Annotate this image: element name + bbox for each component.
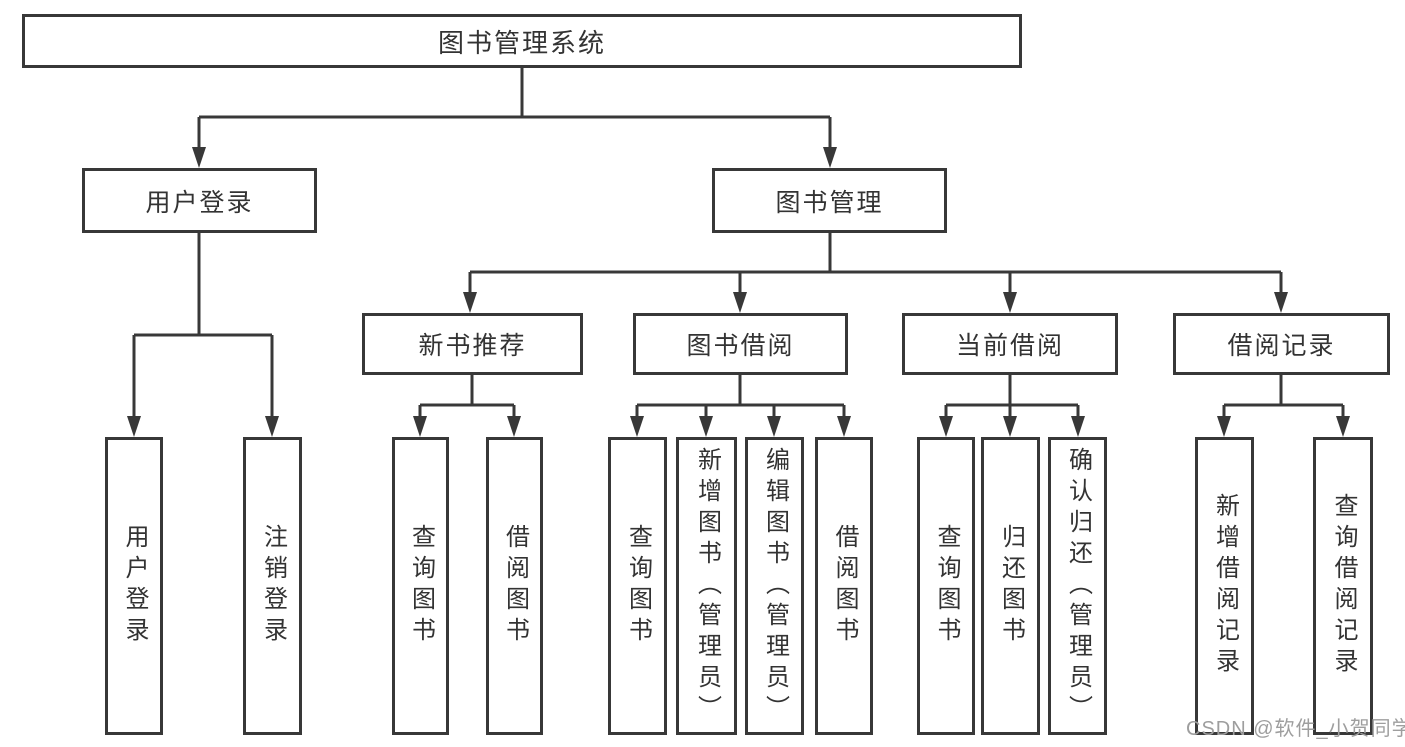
leaf-query-books: 查询图书 bbox=[392, 437, 449, 735]
leaf-label: 编辑图书（管理员） bbox=[761, 446, 789, 726]
leaf-label: 归还图书 bbox=[997, 524, 1025, 648]
leaf-label: 新增借阅记录 bbox=[1211, 493, 1239, 679]
arrowhead-icon bbox=[630, 416, 644, 437]
arrowhead-icon bbox=[767, 416, 781, 437]
leaf-user-login: 用户登录 bbox=[105, 437, 163, 735]
leaf-add-book-admin: 新增图书（管理员） bbox=[676, 437, 737, 735]
arrowhead-icon bbox=[463, 292, 477, 313]
arrowhead-icon bbox=[1336, 416, 1350, 437]
leaf-confirm-return-admin: 确认归还（管理员） bbox=[1048, 437, 1107, 735]
arrowhead-icon bbox=[1003, 292, 1017, 313]
arrowhead-icon bbox=[507, 416, 521, 437]
arrowhead-icon bbox=[413, 416, 427, 437]
leaf-label: 新增图书（管理员） bbox=[693, 446, 721, 726]
node-library-management-system: 图书管理系统 bbox=[22, 14, 1022, 68]
connector-book-borrow-children bbox=[630, 375, 851, 437]
leaf-label: 借阅图书 bbox=[831, 524, 858, 648]
leaf-query-books: 查询图书 bbox=[608, 437, 667, 735]
csdn-watermark: CSDN @软件_小贺同学 bbox=[1186, 718, 1405, 740]
arrowhead-icon bbox=[1071, 416, 1085, 437]
arrowhead-icon bbox=[1003, 416, 1017, 437]
leaf-borrow-books: 借阅图书 bbox=[486, 437, 543, 735]
leaf-borrow-books: 借阅图书 bbox=[815, 437, 873, 735]
node-current-borrowing: 当前借阅 bbox=[902, 313, 1118, 375]
leaf-edit-book-admin: 编辑图书（管理员） bbox=[745, 437, 804, 735]
leaf-label: 查询图书 bbox=[407, 524, 435, 648]
arrowhead-icon bbox=[699, 416, 713, 437]
arrowhead-icon bbox=[1217, 416, 1231, 437]
connector-current-borrow-children bbox=[939, 375, 1085, 437]
leaf-logout: 注销登录 bbox=[243, 437, 302, 735]
connector-root-to-level2 bbox=[192, 68, 837, 168]
leaf-label: 借阅图书 bbox=[501, 524, 529, 648]
arrowhead-icon bbox=[733, 292, 747, 313]
leaf-label: 查询图书 bbox=[624, 524, 652, 648]
arrowhead-icon bbox=[837, 416, 851, 437]
node-user-login: 用户登录 bbox=[82, 168, 317, 233]
leaf-return-books: 归还图书 bbox=[981, 437, 1040, 735]
connector-new-book-children bbox=[413, 375, 521, 437]
arrowhead-icon bbox=[1274, 292, 1288, 313]
connector-user-login-children bbox=[127, 233, 279, 437]
leaf-query-borrow-record: 查询借阅记录 bbox=[1313, 437, 1373, 735]
arrowhead-icon bbox=[823, 147, 837, 168]
leaf-label: 确认归还（管理员） bbox=[1064, 446, 1092, 726]
leaf-label: 注销登录 bbox=[259, 524, 287, 648]
leaf-label: 用户登录 bbox=[121, 524, 148, 648]
arrowhead-icon bbox=[265, 416, 279, 437]
connector-borrow-record-children bbox=[1217, 375, 1350, 437]
leaf-label: 查询图书 bbox=[933, 524, 960, 648]
arrowhead-icon bbox=[127, 416, 141, 437]
node-new-book-recommendation: 新书推荐 bbox=[362, 313, 583, 375]
leaf-query-books: 查询图书 bbox=[917, 437, 975, 735]
leaf-label: 查询借阅记录 bbox=[1330, 493, 1357, 679]
connector-book-management-children bbox=[463, 233, 1288, 313]
node-book-management: 图书管理 bbox=[712, 168, 947, 233]
arrowhead-icon bbox=[192, 147, 206, 168]
arrowhead-icon bbox=[939, 416, 953, 437]
node-book-borrowing: 图书借阅 bbox=[633, 313, 848, 375]
leaf-add-borrow-record: 新增借阅记录 bbox=[1195, 437, 1254, 735]
node-borrowing-records: 借阅记录 bbox=[1173, 313, 1390, 375]
